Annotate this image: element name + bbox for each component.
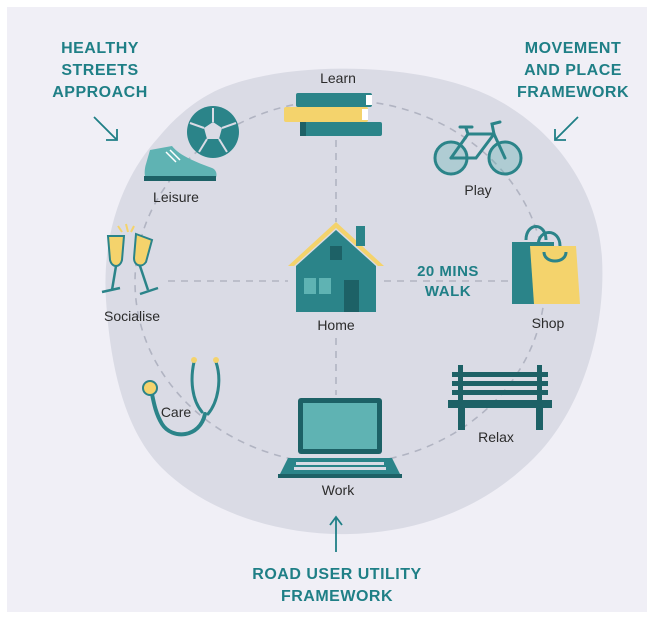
house-icon: [288, 222, 384, 312]
heading-movement-and-place-framework: MOVEMENT AND PLACE FRAMEWORK: [516, 40, 630, 101]
shopping-bag-icon: [512, 225, 580, 304]
arrow-movement-place: [554, 116, 579, 141]
bicycle-icon: [433, 120, 523, 176]
bench-icon: [448, 365, 552, 430]
books-icon: [284, 93, 382, 136]
label-learn: Learn: [320, 70, 356, 86]
laptop-icon: [278, 398, 402, 478]
arrow-healthy-streets: [93, 116, 118, 141]
label-care: Care: [160, 404, 192, 420]
football-and-sneaker-icon: [144, 106, 239, 181]
champagne-glasses-icon: [101, 223, 159, 296]
label-work: Work: [321, 482, 355, 498]
arrow-road-user: [329, 515, 343, 552]
label-relax: Relax: [478, 429, 514, 445]
label-home: Home: [317, 317, 355, 333]
label-socialise: Socialise: [103, 308, 161, 324]
label-shop: Shop: [531, 315, 565, 331]
stethoscope-icon: [142, 357, 221, 437]
label-leisure: Leisure: [153, 189, 199, 205]
twenty-mins-walk-label: 20 MINS WALK: [417, 263, 479, 300]
heading-road-user-utility-framework: ROAD USER UTILITY FRAMEWORK: [252, 566, 422, 605]
heading-healthy-streets-approach: HEALTHY STREETS APPROACH: [52, 40, 148, 101]
label-play: Play: [464, 182, 492, 198]
